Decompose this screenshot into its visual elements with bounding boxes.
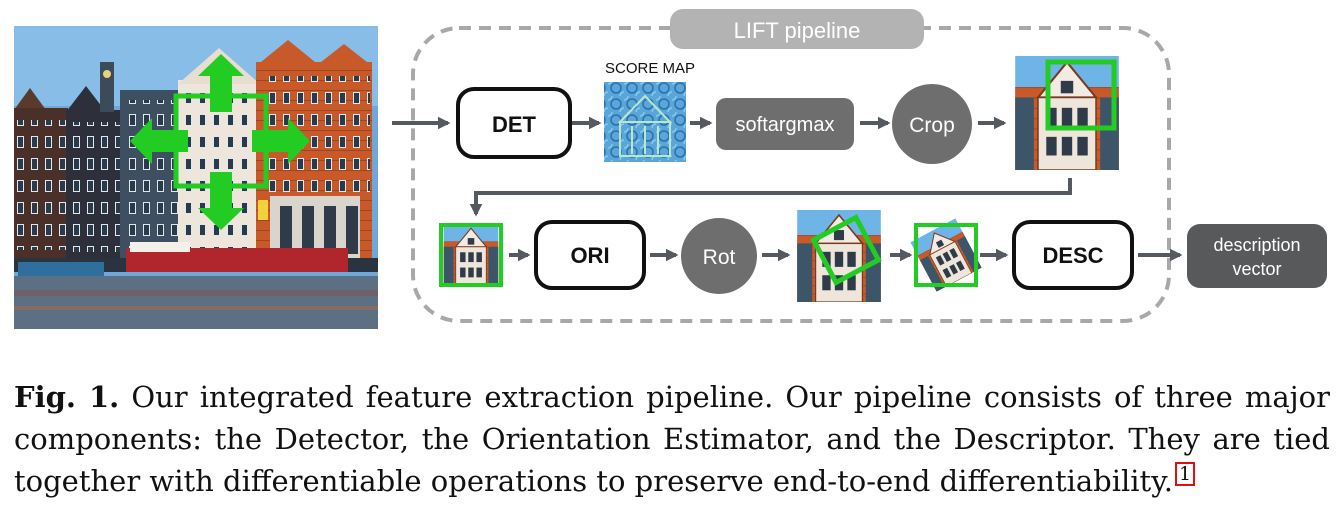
cropped-region-image — [1014, 56, 1120, 170]
description-vector-node — [1187, 224, 1327, 288]
desc-label: DESC — [1042, 243, 1103, 268]
score-map-label: SCORE MAP — [605, 60, 695, 77]
desc-node — [1012, 220, 1134, 290]
caption-text: Our integrated feature extraction pipeli… — [14, 380, 1330, 498]
flow-arrows — [392, 116, 1183, 262]
caption-label: Fig. 1. — [14, 380, 120, 414]
ori-node — [534, 220, 646, 290]
crop-label: Crop — [909, 114, 955, 137]
crop-node — [892, 84, 972, 164]
score-map-image — [604, 82, 686, 162]
lift-pipeline-title: LIFT pipeline — [734, 18, 861, 43]
patch-image — [439, 223, 503, 287]
ori-label: ORI — [570, 243, 609, 268]
description-vector-label-line2: vector — [1232, 259, 1281, 279]
figure-caption: Fig. 1. Our integrated feature extractio… — [14, 376, 1330, 502]
rot-node — [681, 218, 757, 294]
footnote-marker[interactable]: 1 — [1174, 462, 1196, 487]
softargmax-label: softargmax — [736, 114, 835, 136]
arrow-patch-to-row2 — [469, 178, 1072, 217]
rotated-crop-image — [796, 210, 882, 302]
oriented-patch-image — [909, 217, 983, 293]
det-label: DET — [492, 112, 537, 137]
lift-pipeline-diagram: LIFT pipeline DET SCORE MAP softargmax C… — [14, 9, 1327, 329]
description-vector-label-line1: description — [1213, 235, 1300, 255]
softargmax-node — [716, 98, 854, 150]
input-image — [14, 26, 378, 329]
rot-label: Rot — [703, 246, 736, 269]
det-node — [456, 87, 572, 159]
lift-pipeline-title-pill — [670, 9, 924, 49]
